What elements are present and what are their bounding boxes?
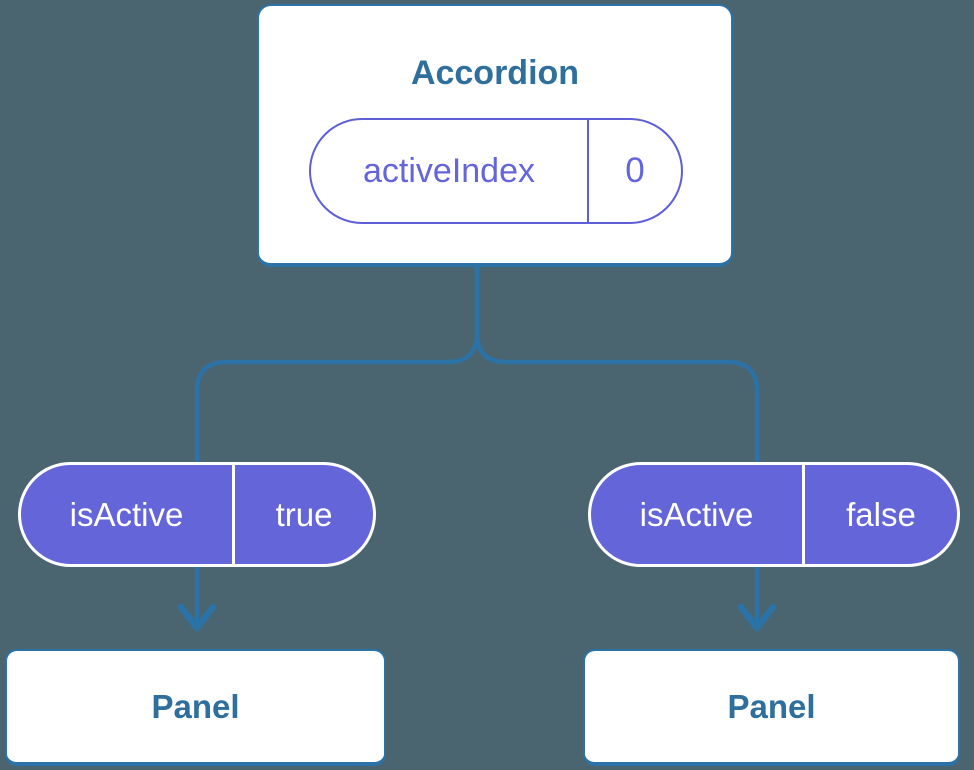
prop-pill-right: isActive false — [588, 462, 960, 567]
panel-node-right-title: Panel — [727, 687, 816, 725]
edge-right-line — [474, 258, 760, 625]
panel-node-right: Panel — [583, 649, 960, 766]
accordion-node: Accordion activeIndex 0 — [257, 4, 733, 267]
state-pill-label: activeIndex — [363, 151, 535, 190]
prop-pill-right-divider — [802, 465, 805, 564]
prop-pill-left-label: isActive — [69, 495, 184, 533]
prop-pill-right-label: isActive — [639, 495, 754, 533]
state-pill-value: 0 — [625, 151, 645, 190]
panel-node-left: Panel — [5, 649, 386, 766]
panel-node-left-title: Panel — [151, 687, 240, 725]
arrow-down-right-icon — [737, 603, 777, 632]
arrow-down-left-icon — [177, 603, 217, 632]
prop-pill-left-value: true — [275, 495, 333, 533]
accordion-node-title: Accordion — [410, 54, 580, 92]
state-pill: activeIndex 0 — [309, 118, 683, 224]
prop-pill-right-value: false — [846, 495, 916, 533]
prop-pill-left: isActive true — [18, 462, 376, 567]
state-pill-divider — [587, 120, 589, 222]
edge-left-line — [194, 258, 480, 625]
prop-pill-left-divider — [232, 465, 235, 564]
